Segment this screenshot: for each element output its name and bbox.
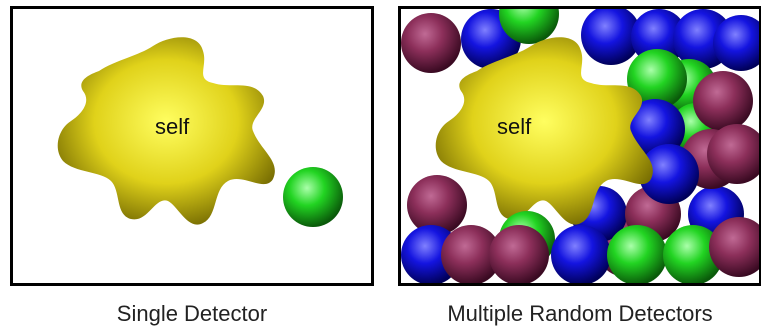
detector-blue [713,15,759,71]
single-detector-caption: Single Detector [116,301,268,326]
detector-blue [581,9,641,65]
single-detector-panel: self [10,6,374,286]
detector-maroon [489,225,549,283]
detector-maroon [693,71,753,131]
detector-green [663,225,723,283]
detector-maroon [401,13,461,73]
detector-green [499,9,559,44]
detector-blue [625,99,685,159]
detector-maroon [407,175,467,235]
detector-maroon [441,225,501,283]
detector-blue [639,144,699,204]
multiple-detectors-caption: Multiple Random Detectors [447,301,713,326]
single-detector-diagram: self [57,37,343,227]
detector-green [627,49,687,109]
multiple-detectors-panel: self [398,6,761,286]
detector-blue [551,225,611,283]
detector-green [283,167,343,227]
multiple-detectors-diagram: self [401,9,759,283]
self-label: self [497,114,532,139]
detector-maroon [707,124,759,184]
detector-green [607,225,667,283]
detector-blue [631,9,687,65]
detector-maroon [709,217,759,277]
self-label: self [155,114,190,139]
